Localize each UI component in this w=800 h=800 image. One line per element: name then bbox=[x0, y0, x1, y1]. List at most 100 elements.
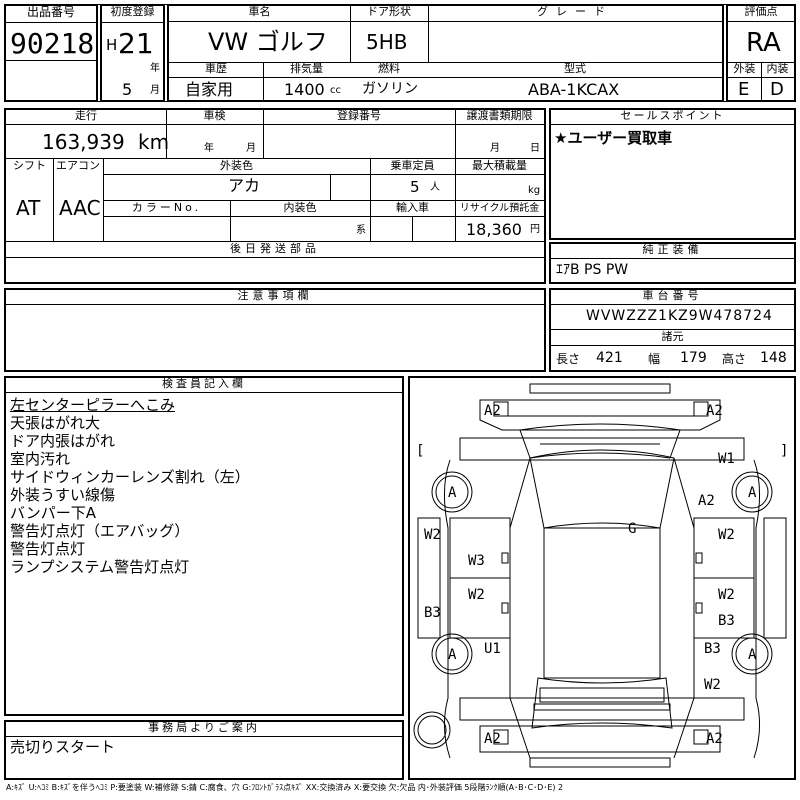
recycle-unit: 円 bbox=[530, 224, 540, 235]
remark-line: 室内汚れ bbox=[10, 450, 71, 468]
legend: A:ｷｽﾞ U:ﾍｺﾐ B:ｷｽﾞを伴うﾍｺﾐ P:要塗装 W:補修跡 S:錆 … bbox=[6, 783, 564, 792]
fuel: ガソリン bbox=[362, 81, 418, 97]
mark-right-rear-quarter: B3 bbox=[718, 613, 735, 629]
capacity: 5 bbox=[410, 178, 420, 196]
month-unit: 月 bbox=[150, 85, 160, 96]
mark-rear-right-corner: A2 bbox=[706, 731, 723, 747]
later-parts-label: 後日発送部品 bbox=[230, 242, 320, 255]
first-reg-cell bbox=[100, 4, 165, 102]
car-name: VW ゴルフ bbox=[208, 28, 328, 56]
mark-right-rear-fender: B3 bbox=[704, 641, 721, 657]
mark-rear-right-tire: A bbox=[748, 647, 757, 663]
mark-left-rear-quarter: B3 bbox=[424, 605, 441, 621]
height-label: 高さ bbox=[722, 352, 747, 366]
remark-line: 左センターピラーへこみ bbox=[10, 396, 176, 414]
inspection-month-unit: 月 bbox=[246, 143, 256, 154]
mark-rear-left-fender: U1 bbox=[484, 641, 501, 657]
transfer-label: 譲渡書類期限 bbox=[466, 109, 533, 122]
interior-grade: D bbox=[770, 79, 784, 100]
office-message: 売切りスタート bbox=[10, 738, 116, 756]
remark-line: ランプシステム警告灯点灯 bbox=[10, 558, 190, 576]
inspector-label: 検査員記入欄 bbox=[162, 377, 246, 390]
interior-grade-label: 内装 bbox=[766, 62, 789, 75]
genuine-equipment: ｴｱB PS PW bbox=[556, 262, 629, 278]
capacity-unit: 人 bbox=[430, 182, 440, 193]
recycle: 18,360 bbox=[466, 220, 522, 239]
shift-label: シフト bbox=[13, 159, 46, 172]
chassis-no: WVWZZZ1KZ9W478724 bbox=[586, 308, 773, 324]
notes-label: 注意事項欄 bbox=[237, 289, 313, 302]
mark-right-mirror-bracket: ] bbox=[780, 443, 789, 459]
transfer-month-unit: 月 bbox=[490, 143, 500, 154]
dims-label: 諸元 bbox=[661, 330, 684, 343]
car-outline bbox=[413, 383, 787, 768]
genuine-equipment-label: 純正装備 bbox=[642, 243, 703, 256]
mark-left-front-door: W2 bbox=[424, 527, 441, 543]
notes-block bbox=[4, 288, 546, 372]
mark-right-rear-lower: W2 bbox=[704, 677, 721, 693]
mark-front-left-tire: A bbox=[448, 485, 457, 501]
chassis-no-label: 車台番号 bbox=[642, 289, 703, 302]
mark-left-center: W3 bbox=[468, 553, 485, 569]
grade-label: グレード bbox=[537, 5, 613, 18]
remark-line: 天張はがれ大 bbox=[10, 414, 101, 432]
transfer-day-unit: 日 bbox=[530, 143, 540, 154]
model-code-label: 型式 bbox=[564, 62, 586, 75]
displacement-unit: cc bbox=[330, 85, 341, 96]
int-color-label: 内装色 bbox=[283, 201, 317, 214]
shift: AT bbox=[16, 196, 41, 220]
exterior-grade-label: 外装 bbox=[733, 62, 756, 75]
displacement-label: 排気量 bbox=[290, 62, 323, 75]
inspection-year-unit: 年 bbox=[204, 143, 214, 154]
mileage-unit: km bbox=[138, 130, 170, 154]
ext-color: アカ bbox=[228, 176, 261, 195]
mark-front-left-corner: A2 bbox=[484, 403, 501, 419]
mileage-label: 走行 bbox=[75, 109, 97, 122]
inspection-label: 車検 bbox=[203, 109, 226, 122]
reg-month: 5 bbox=[122, 80, 133, 99]
car-name-label: 車名 bbox=[248, 5, 271, 18]
score-block bbox=[726, 4, 796, 102]
remark-line: 外装うすい線傷 bbox=[10, 486, 116, 504]
sales-point-label: セールスポイント bbox=[620, 109, 725, 122]
office-block bbox=[4, 720, 404, 780]
mark-front-right-fender: W1 bbox=[718, 451, 735, 467]
year-unit: 年 bbox=[150, 63, 160, 74]
genuine-equipment-block bbox=[549, 242, 796, 284]
mark-right-rear-door: W2 bbox=[718, 587, 735, 603]
remark-line: ドア内張はがれ bbox=[10, 432, 116, 450]
remark-line: 警告灯点灯（エアバッグ） bbox=[10, 522, 190, 540]
model-code: ABA-1KCAX bbox=[528, 80, 620, 99]
remark-line: サイドウィンカーレンズ割れ（左） bbox=[10, 468, 250, 486]
office-label: 事務局よりご案内 bbox=[148, 721, 260, 734]
color-no-label: カラーNo. bbox=[131, 201, 202, 214]
score: RA bbox=[746, 28, 781, 58]
width: 179 bbox=[680, 350, 707, 366]
import-label: 輸入車 bbox=[396, 201, 429, 214]
aircon-label: エアコン bbox=[56, 159, 100, 172]
door-type-label: ドア形状 bbox=[367, 5, 411, 18]
width-label: 幅 bbox=[648, 352, 661, 366]
remark-line: バンパー下A bbox=[10, 504, 97, 522]
history: 自家用 bbox=[185, 80, 234, 99]
mark-front-right-tire: A bbox=[748, 485, 757, 501]
reg-no-label: 登録番号 bbox=[337, 109, 381, 122]
mark-right-front-fender-area: A2 bbox=[698, 493, 715, 509]
max-load-label: 最大積載量 bbox=[472, 159, 527, 172]
mark-left-rear-door: W2 bbox=[468, 587, 485, 603]
capacity-label: 乗車定員 bbox=[390, 159, 435, 172]
int-color-suffix: 系 bbox=[356, 225, 366, 236]
mark-front-right-corner: A2 bbox=[706, 403, 723, 419]
lot-no: 90218 bbox=[10, 27, 95, 60]
mileage: 163,939 bbox=[42, 130, 125, 154]
lot-no-cell bbox=[4, 4, 98, 102]
inspector-block bbox=[4, 376, 404, 716]
chassis-block bbox=[549, 288, 796, 372]
history-label: 車歴 bbox=[205, 62, 227, 75]
score-label: 評価点 bbox=[744, 5, 778, 18]
era: H bbox=[106, 36, 118, 54]
length-label: 長さ bbox=[556, 352, 581, 366]
recycle-label: リサイクル預託金 bbox=[459, 203, 540, 214]
fuel-label: 燃料 bbox=[378, 62, 400, 75]
mark-rear-left-tire: A bbox=[448, 647, 457, 663]
